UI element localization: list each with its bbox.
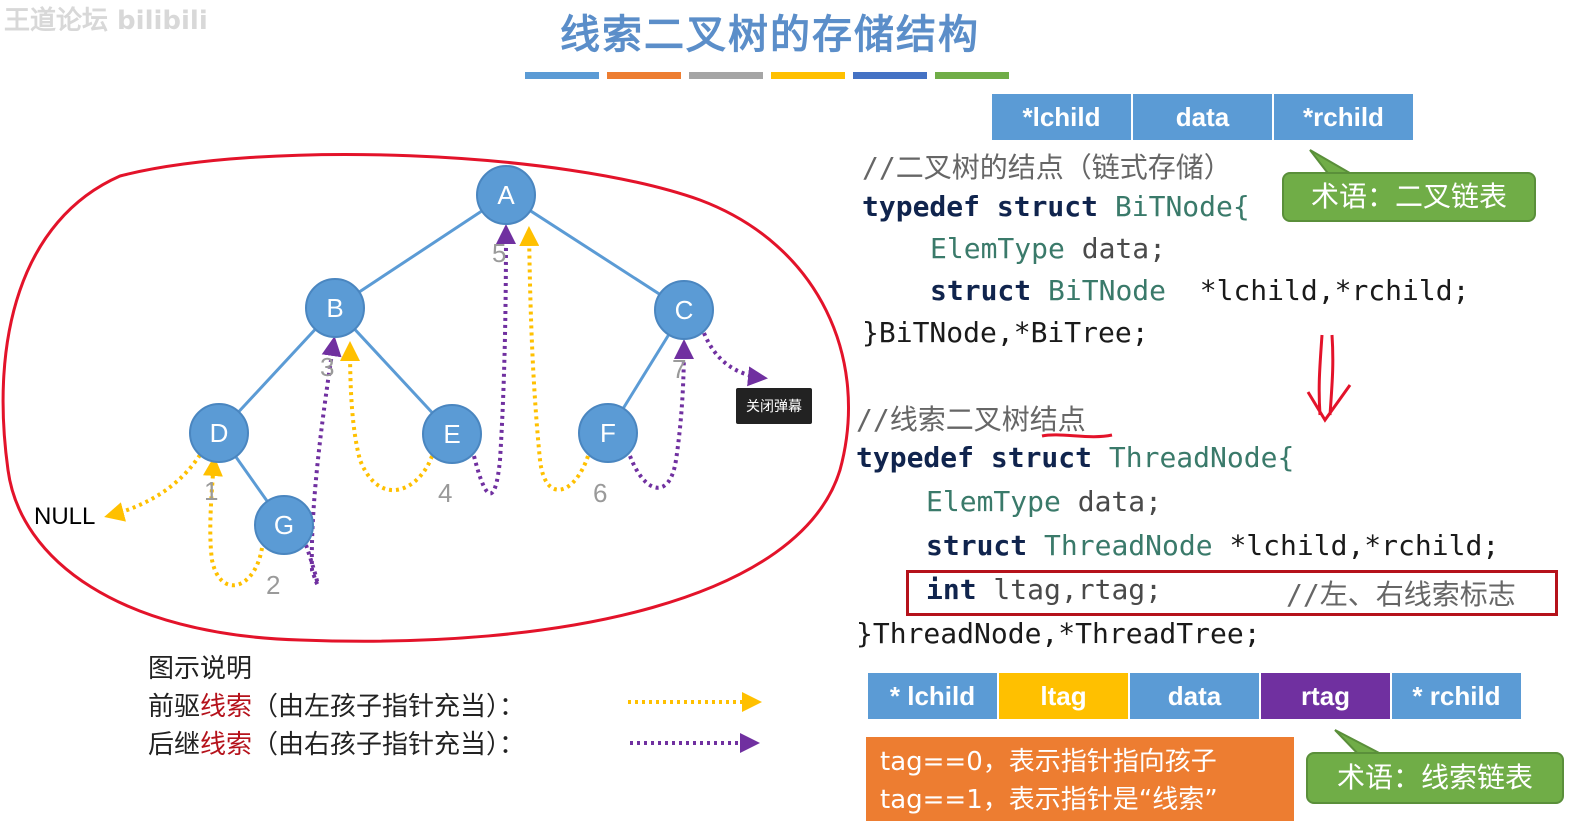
inorder-number-2: 2 bbox=[266, 570, 280, 600]
tag-explanation-box: tag==0，表示指针指向孩子 tag==1，表示指针是“线索” bbox=[866, 737, 1294, 821]
tree-edge-A-B bbox=[334, 193, 507, 310]
thread-pred-F bbox=[519, 226, 590, 492]
thread-pred-E bbox=[340, 341, 434, 493]
code-line-typedef-threadnode: typedef struct ThreadNode{ bbox=[856, 441, 1295, 474]
thread-field-rchild: * rchild bbox=[1392, 673, 1521, 719]
code-line-bitnode-end: }BiTNode,*BiTree; bbox=[862, 316, 1149, 349]
inorder-number-1: 1 bbox=[204, 476, 218, 506]
code-comment-bitnode: //二叉树的结点（链式存储） bbox=[862, 151, 1232, 184]
thread-field-lchild: * lchild bbox=[868, 673, 997, 719]
null-label: NULL bbox=[34, 503, 95, 530]
outline-loop bbox=[1, 152, 850, 643]
comment-underline bbox=[1041, 433, 1113, 439]
thread-field-ltag: ltag bbox=[999, 673, 1128, 719]
tree-node-label-G: G bbox=[274, 510, 294, 540]
down-arrow bbox=[1306, 334, 1352, 423]
code-line-struct-pointers: struct BiTNode *lchild,*rchild; bbox=[930, 274, 1470, 307]
title-bar-2 bbox=[607, 72, 681, 79]
code-line-elemtype: ElemType data; bbox=[930, 232, 1167, 265]
tag-zero-line: tag==0，表示指针指向孩子 bbox=[880, 747, 1217, 777]
close-danmaku-button[interactable]: 关闭弹幕 bbox=[736, 388, 812, 424]
code-line-threadnode-end: }ThreadNode,*ThreadTree; bbox=[856, 617, 1261, 650]
tree-node-E bbox=[422, 404, 482, 464]
inorder-number-6: 6 bbox=[593, 478, 607, 508]
tree-node-B bbox=[305, 278, 365, 338]
title-bar-3 bbox=[689, 72, 763, 79]
tree-node-label-A: A bbox=[497, 180, 515, 210]
inorder-number-7: 7 bbox=[672, 354, 686, 384]
thread-pred-D bbox=[104, 453, 202, 522]
tree-node-label-B: B bbox=[326, 293, 343, 323]
callout-binary-linked-list: 术语：二叉链表 bbox=[1282, 172, 1536, 222]
legend-arrows bbox=[628, 692, 762, 753]
watermark: 王道论坛 bilibili bbox=[4, 6, 208, 36]
legend: 图示说明 前驱线索（由左孩子指针充当）： 后继线索（由右孩子指针充当）： bbox=[148, 650, 525, 764]
title-bar-6 bbox=[935, 72, 1009, 79]
thread-field-rtag: rtag bbox=[1261, 673, 1390, 719]
tree-node-F bbox=[578, 403, 638, 463]
tree-node-label-E: E bbox=[443, 419, 460, 449]
tree-node-A bbox=[476, 165, 536, 225]
tree-edge-A-C bbox=[505, 193, 685, 312]
bitnode-fields: *lchild data *rchild bbox=[992, 94, 1413, 140]
inorder-number-3: 3 bbox=[320, 352, 334, 382]
tree-node-D bbox=[189, 403, 249, 463]
tree-node-C bbox=[654, 280, 714, 340]
title-bar-1 bbox=[525, 72, 599, 79]
code-line-thread-pointers: struct ThreadNode *lchild,*rchild; bbox=[926, 529, 1500, 562]
field-lchild: *lchild bbox=[992, 94, 1131, 140]
code-comment-threadnode: //线索二叉树结点 bbox=[856, 403, 1086, 436]
legend-predecessor: 前驱线索（由左孩子指针充当）： bbox=[148, 692, 526, 722]
thread-pred-G bbox=[202, 456, 264, 588]
tree-node-G bbox=[254, 495, 314, 555]
thread-succ-F bbox=[628, 339, 694, 490]
thread-succ-E bbox=[472, 224, 516, 496]
field-rchild: *rchild bbox=[1274, 94, 1413, 140]
inorder-number-4: 4 bbox=[438, 478, 452, 508]
tag-one-line: tag==1，表示指针是“线索” bbox=[880, 785, 1218, 815]
tree-node-label-F: F bbox=[600, 418, 616, 448]
tag-highlight-box bbox=[906, 570, 1558, 616]
title-bar-4 bbox=[771, 72, 845, 79]
title-bar-5 bbox=[853, 72, 927, 79]
thread-field-data: data bbox=[1130, 673, 1259, 719]
callout-threaded-linked-list: 术语：线索链表 bbox=[1306, 752, 1564, 804]
code-line-typedef-bitnode: typedef struct BiTNode{ bbox=[862, 190, 1250, 223]
code-comment-tags: //左、右线索标志 bbox=[1286, 578, 1516, 611]
thread-succ-C bbox=[702, 332, 768, 387]
inorder-number-5: 5 bbox=[492, 238, 506, 268]
thread-succ-G bbox=[304, 336, 342, 587]
slide-title: 线索二叉树的存储结构 bbox=[560, 12, 980, 58]
legend-title: 图示说明 bbox=[148, 654, 253, 684]
field-data: data bbox=[1133, 94, 1272, 140]
code-line-tags: int ltag,rtag; bbox=[926, 573, 1163, 606]
threadnode-fields: * lchild ltag data rtag * rchild bbox=[868, 673, 1521, 719]
tree-node-label-C: C bbox=[675, 295, 694, 325]
tree-node-label-D: D bbox=[210, 418, 229, 448]
code-line-thread-elemtype: ElemType data; bbox=[926, 485, 1163, 518]
legend-successor: 后继线索（由右孩子指针充当）： bbox=[148, 730, 526, 760]
title-underline-bars bbox=[525, 72, 1009, 79]
